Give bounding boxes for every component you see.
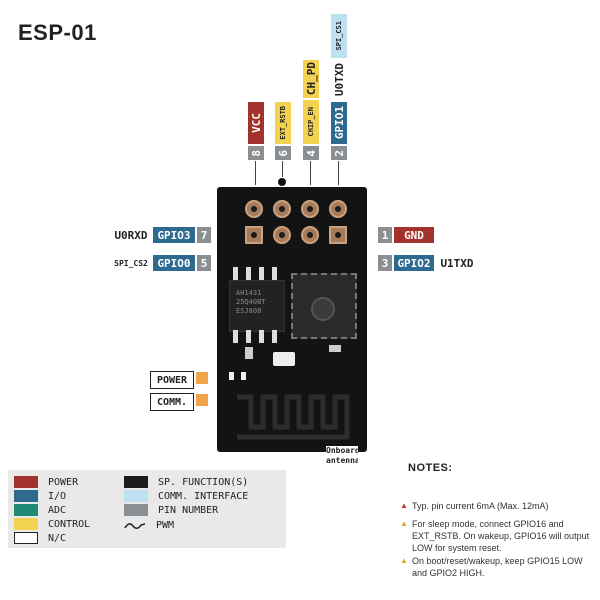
legend-item-pin-number: PIN NUMBER bbox=[124, 504, 218, 516]
leader-line bbox=[310, 161, 311, 185]
header-pin bbox=[301, 200, 319, 218]
esp8266-chip bbox=[291, 273, 357, 339]
legend-item-control: CONTROL bbox=[14, 518, 90, 530]
pin-number-6: 6 bbox=[275, 146, 291, 160]
pin-number-2: 2 bbox=[331, 146, 347, 160]
chip-leg bbox=[233, 330, 238, 343]
vcc-label: VCC bbox=[248, 102, 264, 144]
legend-item-sp-function: SP. FUNCTION(S) bbox=[124, 476, 248, 488]
leader-line bbox=[338, 161, 339, 185]
pin-number-3: 3 bbox=[378, 255, 392, 271]
warning-icon: ▲ bbox=[400, 501, 408, 510]
antenna-trace bbox=[237, 394, 350, 440]
pin-number-1: 1 bbox=[378, 227, 392, 243]
pwm-wave-icon bbox=[124, 522, 146, 529]
chip-leg bbox=[246, 267, 251, 280]
chip-leg bbox=[233, 267, 238, 280]
flash-chip-line: AH1431 bbox=[236, 289, 262, 297]
chip-leg bbox=[246, 330, 251, 343]
crystal bbox=[273, 352, 295, 366]
flash-chip-line: 25Q40BT bbox=[236, 298, 266, 306]
pin-number-7: 7 bbox=[197, 227, 211, 243]
pwm-icon bbox=[196, 372, 208, 384]
capacitor bbox=[245, 347, 253, 359]
capacitor bbox=[329, 345, 341, 352]
warning-icon: ▲ bbox=[400, 556, 408, 565]
u0rxd-label: U0RXD bbox=[110, 227, 152, 243]
spi-cs1-label: SPI_CS1 bbox=[331, 14, 347, 58]
note-text: For sleep mode, connect GPIO16 and EXT_R… bbox=[412, 519, 590, 553]
note-item: ▲ On boot/reset/wakeup, keep GPIO15 LOW … bbox=[400, 555, 595, 579]
leader-line bbox=[282, 161, 283, 177]
gpio3-label: GPIO3 bbox=[153, 227, 195, 243]
power-led-label: POWER bbox=[150, 371, 194, 389]
gpio0-label: GPIO0 bbox=[153, 255, 195, 271]
chip-leg bbox=[259, 267, 264, 280]
warning-icon: ▲ bbox=[400, 519, 408, 528]
legend-item-power: POWER bbox=[14, 476, 78, 488]
pin-number-5: 5 bbox=[197, 255, 211, 271]
chip-leg bbox=[272, 330, 277, 343]
pin-number-4: 4 bbox=[303, 146, 319, 160]
note-text: On boot/reset/wakeup, keep GPIO15 LOW an… bbox=[412, 556, 583, 578]
pin-number-8: 8 bbox=[248, 146, 264, 160]
header-pin bbox=[273, 200, 291, 218]
legend-item-comm-interface: COMM. INTERFACE bbox=[124, 490, 248, 502]
legend-item-nc: N/C bbox=[14, 532, 66, 544]
legend-item-io: I/O bbox=[14, 490, 66, 502]
gpio1-label: GPIO1 bbox=[331, 102, 347, 144]
note-item: ▲ Typ. pin current 6mA (Max. 12mA) bbox=[400, 500, 595, 512]
spi-cs2-label: SPI_CS2 bbox=[110, 255, 152, 271]
chip-leg bbox=[272, 267, 277, 280]
esp01-board: AH1431 25Q40BT ESJ808 bbox=[217, 187, 367, 452]
reset-dot bbox=[278, 178, 286, 186]
power-led bbox=[229, 372, 234, 380]
u0txd-label: U0TXD bbox=[331, 60, 347, 100]
espressif-logo-icon bbox=[311, 297, 335, 321]
flash-chip-line: ESJ808 bbox=[236, 307, 262, 315]
pwm-icon bbox=[196, 394, 208, 406]
gpio2-label: GPIO2 bbox=[394, 255, 434, 271]
header-pin bbox=[273, 226, 291, 244]
notes-title: NOTES: bbox=[408, 462, 453, 474]
diagram-title: ESP-01 bbox=[18, 20, 97, 45]
leader-line bbox=[255, 161, 256, 185]
header-pin bbox=[245, 226, 263, 244]
note-item: ▲ For sleep mode, connect GPIO16 and EXT… bbox=[400, 518, 595, 554]
gnd-label: GND bbox=[394, 227, 434, 243]
onboard-antenna-label: Onboard antenna bbox=[326, 446, 358, 468]
comm-led bbox=[241, 372, 246, 380]
chip-leg bbox=[259, 330, 264, 343]
flash-chip: AH1431 25Q40BT ESJ808 bbox=[229, 280, 285, 332]
chip-en-label: CHIP_EN bbox=[303, 100, 319, 144]
ext-rstb-label: EXT_RSTB bbox=[275, 102, 291, 144]
note-text: Typ. pin current 6mA (Max. 12mA) bbox=[412, 501, 549, 511]
header-pin bbox=[329, 200, 347, 218]
header-pin bbox=[245, 200, 263, 218]
ch-pd-label: CH_PD bbox=[303, 60, 319, 98]
header-pin bbox=[329, 226, 347, 244]
header-pin bbox=[301, 226, 319, 244]
legend-item-adc: ADC bbox=[14, 504, 66, 516]
legend-item-pwm: PWM bbox=[124, 520, 174, 531]
u1txd-label: U1TXD bbox=[436, 255, 478, 271]
comm-led-label: COMM. bbox=[150, 393, 194, 411]
legend: POWER I/O ADC CONTROL N/C SP. FUNCTION(S… bbox=[8, 470, 286, 548]
